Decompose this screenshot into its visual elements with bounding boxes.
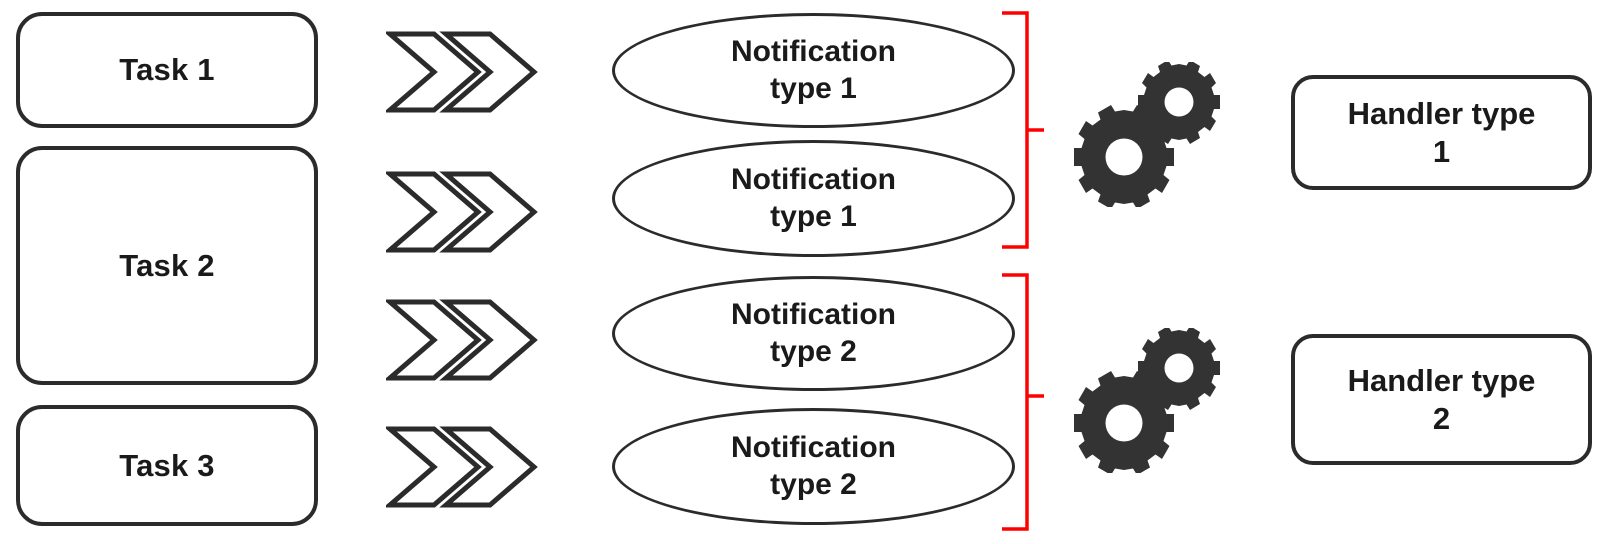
notification-ellipse-2-label: Notification type 1 xyxy=(731,162,896,233)
task-box-1[interactable]: Task 1 xyxy=(16,12,318,128)
handler-box-1-label: Handler type 1 xyxy=(1347,96,1536,169)
chevron-2 xyxy=(439,171,538,253)
gears-icon-handler-1 xyxy=(1072,62,1222,207)
arrow-task1-to-notification1 xyxy=(386,30,538,114)
task-box-1-label: Task 1 xyxy=(119,52,215,88)
task-box-3[interactable]: Task 3 xyxy=(16,405,318,526)
handler-box-1[interactable]: Handler type 1 xyxy=(1291,75,1592,190)
grouping-brace-type-2 xyxy=(998,270,1050,534)
task-box-3-label: Task 3 xyxy=(119,447,215,483)
notification-ellipse-4[interactable]: Notification type 2 xyxy=(612,408,1015,525)
arrow-task2-to-notification3 xyxy=(386,298,538,382)
chevron-1 xyxy=(386,426,482,508)
notification-ellipse-4-label: Notification type 2 xyxy=(731,430,896,501)
task-box-2[interactable]: Task 2 xyxy=(16,146,318,385)
chevron-2 xyxy=(439,426,538,508)
brace-body xyxy=(1002,11,1029,249)
handler-box-2[interactable]: Handler type 2 xyxy=(1291,334,1592,465)
chevron-1 xyxy=(386,299,482,381)
arrow-task3-to-notification4 xyxy=(386,425,538,509)
brace-body xyxy=(1002,273,1029,531)
gear-large xyxy=(1074,105,1174,207)
gear-large xyxy=(1074,371,1174,473)
handler-box-2-label: Handler type 2 xyxy=(1347,363,1536,436)
chevron-2 xyxy=(439,31,538,113)
chevron-1 xyxy=(386,171,482,253)
notification-ellipse-3-label: Notification type 2 xyxy=(731,297,896,368)
notification-ellipse-1[interactable]: Notification type 1 xyxy=(612,13,1015,128)
chevron-2 xyxy=(439,299,538,381)
gears-icon-handler-2 xyxy=(1072,328,1222,473)
notification-ellipse-3[interactable]: Notification type 2 xyxy=(612,276,1015,391)
grouping-brace-type-1 xyxy=(998,8,1050,252)
task-box-2-label: Task 2 xyxy=(119,247,215,283)
chevron-1 xyxy=(386,31,482,113)
notification-ellipse-1-label: Notification type 1 xyxy=(731,34,896,105)
arrow-task2-to-notification2 xyxy=(386,170,538,254)
notification-ellipse-2[interactable]: Notification type 1 xyxy=(612,140,1015,257)
